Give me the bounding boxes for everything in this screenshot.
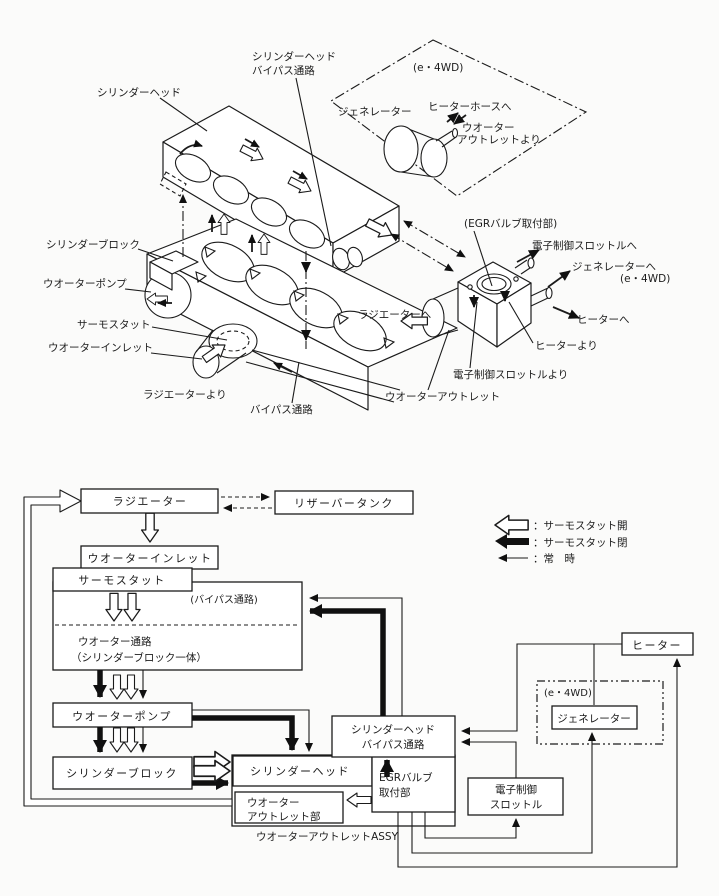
flow-label-water-passage-2: （シリンダーブロック一体） bbox=[71, 651, 207, 664]
heater-to-headbypass bbox=[461, 643, 622, 735]
legend-open-label: ：サーモスタット開 bbox=[533, 520, 628, 532]
flow-box-cylinder-block bbox=[52, 756, 193, 790]
flow-label-generator: ジェネレーター bbox=[557, 713, 631, 725]
outlet-to-throttle bbox=[424, 812, 520, 839]
legend-closed-arrow-icon bbox=[495, 534, 529, 549]
flow-label-water-passage-1: ウオーター通路 bbox=[78, 635, 152, 648]
legend-closed-label: ：サーモスタット閉 bbox=[533, 537, 628, 549]
thermostat-inlet-drawing bbox=[192, 323, 258, 379]
flow-box-thermostat bbox=[52, 567, 193, 592]
headbypass-to-passage-thin bbox=[309, 594, 403, 716]
flow-label-thermostat: サーモスタット bbox=[78, 574, 166, 587]
flow-label-egr-1: EGRバルブ bbox=[379, 771, 433, 784]
label-bypass-passage: バイパス通路 bbox=[250, 403, 313, 416]
radiator-to-inlet-arrow bbox=[140, 512, 160, 543]
label-egr-mount: (EGRバルブ取付部) bbox=[464, 217, 557, 230]
flow-label-reserve-tank: リザーバータンク bbox=[294, 497, 394, 510]
flow-label-bypass-note: (バイパス通路) bbox=[190, 593, 258, 606]
flow-dashdot-lines bbox=[179, 194, 466, 349]
label-thermostat: サーモスタット bbox=[77, 319, 151, 331]
label-from-throttle: 電子制御スロットルより bbox=[453, 368, 568, 381]
label-to-generator: ジェネレーターへ bbox=[572, 261, 656, 273]
label-from-heater: ヒーターより bbox=[535, 340, 598, 352]
label-water-inlet: ウオーターインレット bbox=[48, 342, 153, 354]
water-outlet-drawing bbox=[400, 249, 580, 348]
flow-label-throttle-2: スロットル bbox=[490, 799, 543, 811]
head-curved-arrow bbox=[179, 139, 203, 155]
label-water-pump: ウオーターポンプ bbox=[43, 278, 127, 290]
coolant-flow-chart: ：サーモスタット開 ：サーモスタット閉 ：常 時 ラジエーター リザーバータンク… bbox=[23, 488, 694, 868]
always-flow-lines bbox=[139, 493, 681, 868]
flow-label-egr-2: 取付部 bbox=[379, 786, 411, 799]
label-to-heater: ヒーターへ bbox=[577, 314, 630, 326]
label-to-radiator: ラジエーターへ bbox=[358, 309, 431, 321]
flow-box-water-outlet-part bbox=[234, 791, 344, 824]
legend-always-label: ：常 時 bbox=[533, 552, 575, 565]
bypass-pipe-drawing bbox=[245, 349, 401, 403]
flow-label-water-outlet-2: アウトレット部 bbox=[247, 810, 321, 823]
flow-box-generator bbox=[551, 705, 638, 730]
label-from-radiator: ラジエーターより bbox=[143, 389, 227, 401]
flow-label-water-pump: ウオーターポンプ bbox=[72, 710, 172, 723]
label-head-bypass-2: バイパス通路 bbox=[252, 64, 315, 77]
throttle-to-headbypass bbox=[461, 738, 517, 778]
flow-label-water-inlet: ウオーターインレット bbox=[88, 552, 213, 565]
flow-label-radiator: ラジエーター bbox=[113, 495, 188, 508]
pump-to-head-thin bbox=[192, 709, 313, 752]
flow-box-water-pump bbox=[52, 702, 193, 728]
label-to-generator-note: (e・4WD) bbox=[620, 273, 670, 285]
flow-label-heater: ヒーター bbox=[632, 639, 682, 652]
flow-legend: ：サーモスタット開 ：サーモスタット閉 ：常 時 bbox=[494, 514, 628, 565]
label-generator-top: ジェネレーター bbox=[338, 106, 412, 118]
pump-to-head-thick bbox=[192, 715, 299, 751]
water-pump-drawing bbox=[144, 250, 199, 319]
label-to-heater-hose: ヒーターホースへ bbox=[428, 101, 511, 113]
label-head-bypass-1: シリンダーヘッド bbox=[252, 50, 336, 63]
outlet-to-generator bbox=[411, 732, 596, 854]
headbypass-to-passage-thick bbox=[309, 604, 386, 716]
leader-lines bbox=[124, 77, 534, 404]
label-cylinder-block: シリンダーブロック bbox=[46, 238, 140, 251]
thermostat-dashed bbox=[216, 330, 250, 352]
label-water-outlet: ウオーターアウトレット bbox=[385, 391, 500, 403]
cylinder-block-drawing bbox=[146, 218, 458, 411]
flow-label-head-bypass-2: バイパス通路 bbox=[362, 738, 425, 751]
label-from-water-outlet-1: ウオーター bbox=[462, 122, 515, 134]
label-from-water-outlet-2: アウトレットより bbox=[457, 134, 541, 146]
generator-drawing bbox=[383, 125, 459, 178]
cylinder-head-drawing bbox=[159, 105, 400, 279]
flow-label-cylinder-head: シリンダーヘッド bbox=[250, 764, 350, 778]
to-generator-arrow bbox=[547, 270, 571, 288]
flow-label-e4wd: (e・4WD) bbox=[544, 688, 592, 699]
e4wd-dashed-diamond bbox=[330, 39, 588, 197]
outlet-to-heater bbox=[397, 658, 681, 868]
label-cylinder-head: シリンダーヘッド bbox=[97, 86, 181, 99]
flow-label-water-outlet-1: ウオーター bbox=[247, 797, 300, 809]
flow-box-e4wd-dashed bbox=[536, 680, 664, 745]
flow-box-cylinder-head bbox=[232, 755, 373, 787]
isometric-engine-diagram: シリンダーヘッド シリンダーヘッド バイパス通路 (e・4WD) ジェネレーター… bbox=[43, 39, 670, 416]
to-heater-arrow bbox=[552, 306, 580, 319]
flow-box-head-bypass bbox=[331, 715, 456, 758]
to-throttle-arrow bbox=[516, 249, 540, 263]
to-heater-hose-arrow bbox=[446, 112, 459, 124]
legend-open-arrow-icon bbox=[494, 514, 529, 536]
outlet-to-radiator-loop-arrow bbox=[23, 489, 233, 807]
flow-label-throttle-1: 電子制御 bbox=[495, 783, 537, 796]
e4wd-generator-inset bbox=[330, 39, 588, 197]
flow-label-cylinder-block: シリンダーブロック bbox=[66, 766, 178, 780]
block-to-head-arrows bbox=[208, 213, 271, 255]
thermostat-closed-lines bbox=[93, 604, 394, 790]
flow-label-head-bypass-1: シリンダーヘッド bbox=[351, 723, 435, 736]
flow-label-outlet-assy: ウオーターアウトレットASSY bbox=[256, 831, 399, 843]
thermostat-open-arrows bbox=[23, 489, 372, 808]
from-water-outlet-arrow bbox=[453, 114, 467, 125]
label-e4wd-top: (e・4WD) bbox=[413, 62, 463, 74]
label-to-throttle: 電子制御スロットルへ bbox=[532, 239, 637, 252]
flow-box-water-passage bbox=[52, 581, 303, 671]
flow-box-throttle bbox=[467, 777, 564, 816]
flow-box-reserve-tank bbox=[274, 490, 414, 515]
